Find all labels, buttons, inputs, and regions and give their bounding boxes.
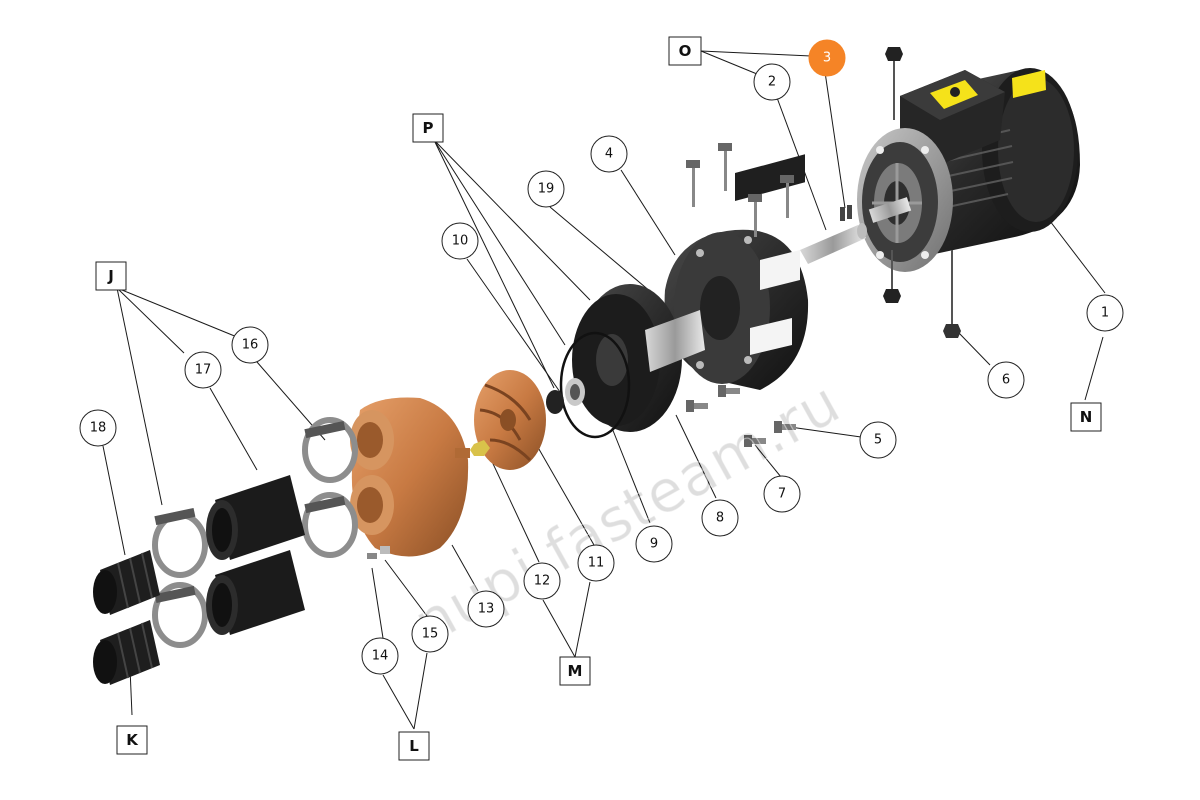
callout-18: 18 [79,409,117,447]
group-label-L: L [398,731,430,761]
svg-text:16: 16 [242,338,259,353]
callout-15: 15 [411,615,449,653]
svg-text:17: 17 [195,363,212,378]
leader-lines [102,50,1106,730]
svg-text:P: P [423,119,434,137]
group-label-J: J [95,261,127,291]
pump-casing-part-13 [350,397,470,557]
svg-text:J: J [107,267,114,285]
drain-plug-parts-14-15 [367,546,390,559]
svg-text:12: 12 [534,574,551,589]
o-ring-part-9 [559,331,631,439]
mechanical-seal-part-10 [546,378,585,414]
callout-17: 17 [184,351,222,389]
svg-text:5: 5 [874,433,882,448]
callout-14: 14 [361,637,399,675]
callout-13: 13 [467,590,505,628]
svg-text:19: 19 [538,182,555,197]
svg-text:14: 14 [372,649,389,664]
callout-3: 3 [808,39,846,77]
shaft-sleeve-part-2 [800,205,867,264]
callout-10: 10 [441,222,479,260]
impeller-nut-part-12 [470,440,490,456]
callout-7: 7 [763,475,801,513]
svg-text:9: 9 [650,537,658,552]
callout-11: 11 [577,544,615,582]
group-label-K: K [116,725,148,755]
svg-text:O: O [679,42,692,60]
svg-text:7: 7 [778,487,786,502]
motor-part-1 [857,68,1080,272]
callout-12: 12 [523,562,561,600]
svg-text:10: 10 [452,234,469,249]
callout-5: 5 [859,421,897,459]
svg-text:K: K [126,731,139,749]
bolts [686,143,796,447]
callout-2: 2 [753,63,791,101]
callout-8: 8 [701,499,739,537]
svg-text:4: 4 [605,147,613,162]
svg-text:6: 6 [1002,373,1010,388]
flange-nuts [883,47,961,338]
svg-text:N: N [1080,408,1093,426]
svg-text:15: 15 [422,627,439,642]
callout-9: 9 [635,525,673,563]
impeller-part-11 [474,370,546,470]
svg-text:L: L [409,737,419,755]
callout-16: 16 [231,326,269,364]
group-label-P: P [412,113,444,143]
callout-19: 19 [527,170,565,208]
clamp-screws [154,420,346,604]
group-label-M: M [559,656,591,686]
svg-text:8: 8 [716,511,724,526]
svg-text:18: 18 [90,421,107,436]
hose-clamps-part-16 [152,417,358,648]
callout-6: 6 [987,361,1025,399]
group-label-N: N [1070,402,1102,432]
svg-text:M: M [568,662,583,680]
svg-text:11: 11 [588,556,605,571]
hoses-part-17 [206,475,305,635]
seal-plate-part-8 [572,284,705,432]
svg-text:3: 3 [823,51,831,66]
callout-1: 1 [1086,294,1124,332]
hose-tails-part-18 [93,550,160,685]
svg-text:13: 13 [478,602,495,617]
callout-4: 4 [590,135,628,173]
svg-text:2: 2 [768,75,776,90]
group-label-O: O [668,36,702,66]
svg-text:1: 1 [1101,306,1109,321]
